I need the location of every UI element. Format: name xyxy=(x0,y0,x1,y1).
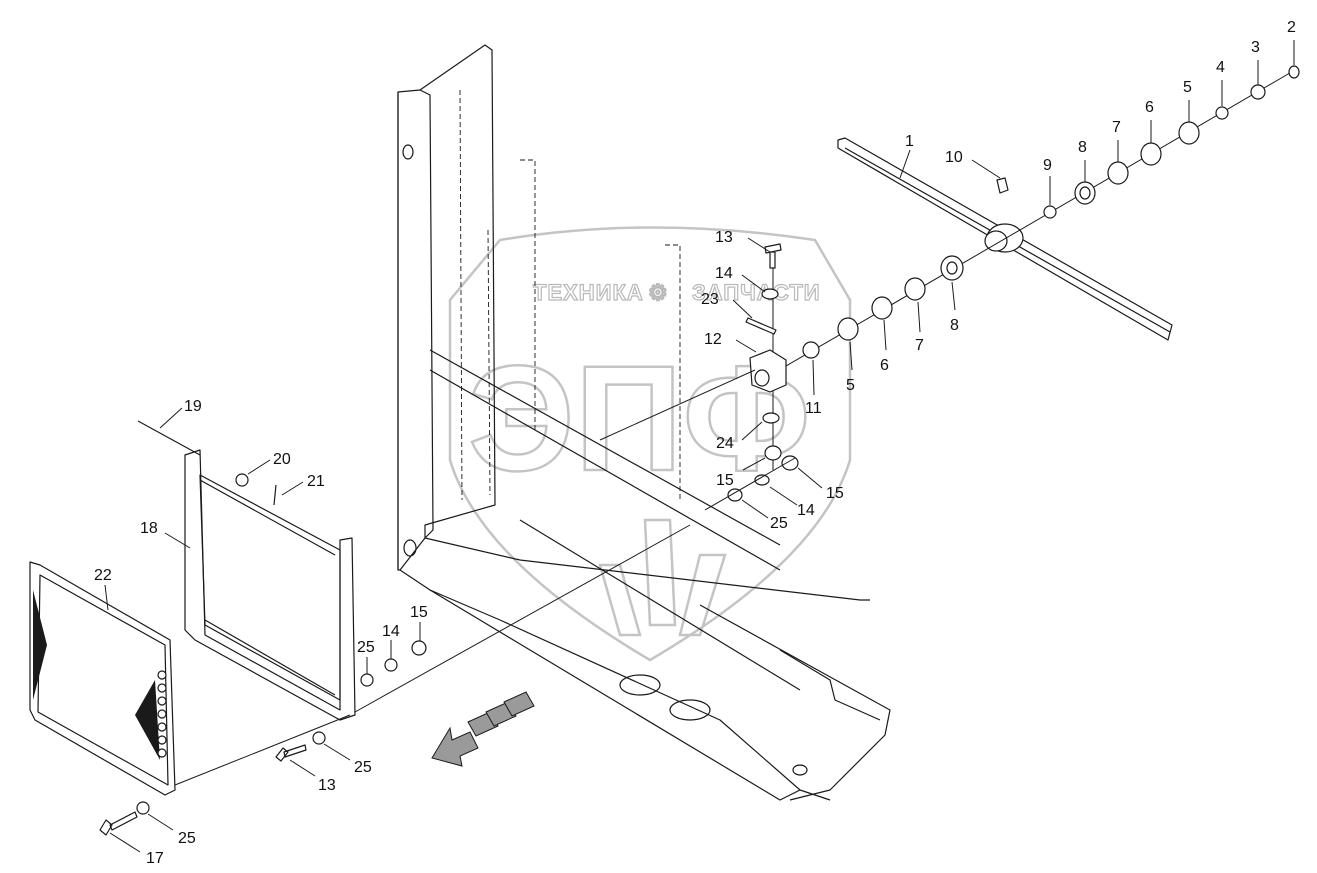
callout-18: 18 xyxy=(140,520,158,537)
part-2-ring xyxy=(1288,65,1300,79)
callout-13-top: 13 xyxy=(715,229,733,246)
callout-10: 10 xyxy=(945,149,963,166)
callout-25-a: 25 xyxy=(357,639,375,656)
callout-6-bottom: 6 xyxy=(880,357,889,374)
callout-25-c: 25 xyxy=(178,830,196,847)
part-17-bolt xyxy=(99,811,138,836)
callout-5-top: 5 xyxy=(1183,79,1192,96)
leader-lines xyxy=(104,40,1295,853)
callout-17: 17 xyxy=(146,850,164,867)
direction-arrow-icon xyxy=(431,691,535,767)
callout-8-top: 8 xyxy=(1078,139,1087,156)
part-6-seal-bottom xyxy=(871,296,893,320)
callout-14-a: 14 xyxy=(382,623,400,640)
cab-frame xyxy=(397,44,870,801)
callout-7-top: 7 xyxy=(1112,119,1121,136)
part-23-pin xyxy=(745,317,777,335)
callout-23: 23 xyxy=(701,291,719,308)
callout-15-a: 15 xyxy=(410,604,428,621)
part-5-seal-bottom xyxy=(837,317,859,341)
part-6-seal-top xyxy=(1140,142,1162,166)
radiator-panel xyxy=(29,561,176,796)
part-7-seal-top xyxy=(1107,161,1129,185)
callout-15-right: 15 xyxy=(826,485,844,502)
callout-3: 3 xyxy=(1251,39,1260,56)
part-25-washer-b xyxy=(312,731,326,745)
part-14-washer-a xyxy=(384,658,398,672)
part-18-frame xyxy=(184,449,356,721)
part-19-rod xyxy=(137,420,201,456)
watermark-shield-outline xyxy=(448,226,852,662)
part-22-panel xyxy=(29,561,176,796)
part-12-bracket xyxy=(749,349,787,393)
part-9-ring xyxy=(1043,205,1057,219)
watermark-text-right: ЗАПЧАСТИ xyxy=(692,280,821,305)
part-13-bolt-lower xyxy=(275,744,307,762)
part-11-bushing xyxy=(802,341,820,359)
part-14-washer-mid xyxy=(754,474,770,486)
part-14-washer-top xyxy=(761,288,779,300)
part-15-nut-left xyxy=(764,445,782,461)
part-15-nut-right xyxy=(781,455,799,471)
part-13-bolt-top xyxy=(764,243,782,269)
callout-21: 21 xyxy=(307,473,325,490)
callout-13-lower: 13 xyxy=(318,777,336,794)
callout-25-mid: 25 xyxy=(770,515,788,532)
callout-19: 19 xyxy=(184,398,202,415)
radiator-tube-ends xyxy=(157,670,167,758)
grille-frame xyxy=(137,420,356,721)
callout-4: 4 xyxy=(1216,59,1225,76)
callout-6-top: 6 xyxy=(1145,99,1154,116)
watermark-wheat-emblem xyxy=(598,518,727,637)
callout-8-bottom: 8 xyxy=(950,317,959,334)
callout-2: 2 xyxy=(1287,19,1296,36)
part-25-washer-mid xyxy=(727,488,743,502)
callout-20: 20 xyxy=(273,451,291,468)
callout-12: 12 xyxy=(704,331,722,348)
callout-14-mid: 14 xyxy=(797,502,815,519)
part-3-washer xyxy=(1250,84,1266,100)
part-15-nut-a xyxy=(411,640,427,656)
watermark-gear-icon: ⚙ xyxy=(648,280,669,305)
part-7-seal-bottom xyxy=(904,277,926,301)
part-8-bearing-bottom xyxy=(940,255,964,281)
callout-15-left: 15 xyxy=(716,472,734,489)
callout-labels: 2 3 4 5 6 7 8 9 10 1 13 14 23 12 8 7 6 5… xyxy=(94,19,1296,867)
part-8-bearing-top xyxy=(1074,181,1096,205)
callout-5-bottom: 5 xyxy=(846,377,855,394)
watermark-text-left: ТЕХНИКА xyxy=(533,280,644,305)
base-floor-plate xyxy=(402,144,891,801)
part-5-seal-top xyxy=(1178,121,1200,145)
part-20-washer xyxy=(235,473,249,487)
callout-24: 24 xyxy=(716,435,734,452)
part-4-ring xyxy=(1215,106,1229,120)
callout-1: 1 xyxy=(905,133,914,150)
callout-7-bottom: 7 xyxy=(915,337,924,354)
bracket-assembly xyxy=(599,243,799,511)
callout-25-b: 25 xyxy=(354,759,372,776)
part-25-washer-c xyxy=(136,801,150,815)
callout-14-top: 14 xyxy=(715,265,733,282)
callout-11: 11 xyxy=(805,400,822,417)
lower-fasteners xyxy=(99,524,691,836)
shaft-components xyxy=(761,65,1300,381)
callout-22: 22 xyxy=(94,567,112,584)
watermark: ТЕХНИКА ⚙ ЗАПЧАСТИ ЭПФ xyxy=(448,226,852,662)
part-24-washer xyxy=(762,412,780,424)
part-10-grease-nipple xyxy=(996,177,1009,194)
part-21-clip xyxy=(273,484,277,506)
part-25-washer-a xyxy=(360,673,374,687)
callout-9: 9 xyxy=(1043,157,1052,174)
